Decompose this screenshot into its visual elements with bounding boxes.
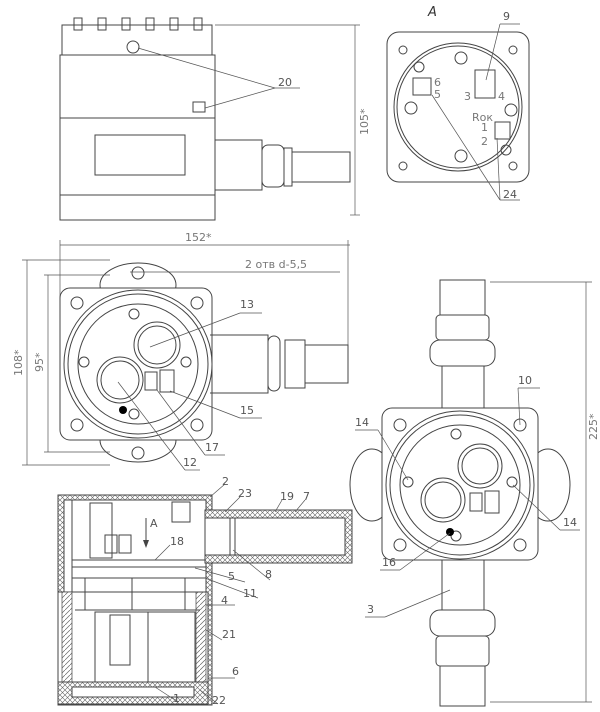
callout-12: 12 (183, 456, 197, 469)
dim-height: 105* (358, 108, 371, 135)
callout-13: 13 (240, 298, 254, 311)
callout-19: 19 (280, 490, 294, 503)
callout-11: 11 (243, 587, 257, 600)
terminal-5: 5 (434, 88, 441, 101)
sensor-window (133, 321, 181, 369)
callout-14b: 14 (563, 516, 577, 529)
indicator-led (119, 406, 127, 414)
holes-note: 2 отв d-5,5 (245, 258, 307, 271)
dim-length: 225* (587, 413, 600, 440)
callout-7: 7 (303, 490, 310, 503)
callout-leaders: 2 23 19 7 18 5 8 11 4 21 6 1 22 (154, 475, 310, 707)
callout-21: 21 (222, 628, 236, 641)
right-view: 10 14 14 16 3 225* (349, 279, 600, 707)
terminal-4: 4 (498, 90, 505, 103)
callout-1: 1 (173, 692, 180, 705)
terminal-1: 1 (481, 121, 488, 134)
callout-10: 10 (518, 374, 532, 387)
callout-8: 8 (265, 568, 272, 581)
callout-20: 20 (278, 76, 292, 89)
callout-14a: 14 (355, 416, 369, 429)
dim-outer: 108* (12, 349, 25, 376)
terminal-2: 2 (481, 135, 488, 148)
indicator-led (446, 528, 454, 536)
terminal-block (494, 121, 511, 140)
callout-15: 15 (240, 404, 254, 417)
terminal-block (474, 69, 496, 99)
terminal-3: 3 (464, 90, 471, 103)
callout-16: 16 (382, 556, 396, 569)
side-view: 20 105* (59, 17, 371, 221)
callout-22: 22 (212, 694, 226, 707)
section-mark-a: A (150, 517, 158, 530)
terminal-block (412, 77, 432, 96)
callout-9: 9 (503, 10, 510, 23)
callout-3: 3 (367, 603, 374, 616)
callout-17: 17 (205, 441, 219, 454)
callout-4: 4 (221, 594, 228, 607)
section-view: A 2 23 19 7 18 5 8 11 4 21 6 1 22 (57, 475, 353, 707)
front-view: 152* 2 отв d-5,5 13 15 17 (12, 231, 350, 471)
sensor-window (96, 356, 144, 404)
dim-width: 152* (185, 231, 212, 244)
dim-inner: 95* (33, 352, 46, 372)
callout-23: 23 (238, 487, 252, 500)
callout-5: 5 (228, 570, 235, 583)
callout-24: 24 (503, 188, 517, 201)
terminal-rok: Rок (472, 111, 493, 124)
arrow-down-icon (143, 540, 149, 548)
terminal-6: 6 (434, 76, 441, 89)
callout-18: 18 (170, 535, 184, 548)
view-a-title: A (427, 5, 437, 20)
callout-2: 2 (222, 475, 229, 488)
callout-6: 6 (232, 665, 239, 678)
screw-icon (126, 40, 140, 54)
view-a: A 6 5 3 4 Rок 1 2 9 24 (386, 5, 530, 201)
